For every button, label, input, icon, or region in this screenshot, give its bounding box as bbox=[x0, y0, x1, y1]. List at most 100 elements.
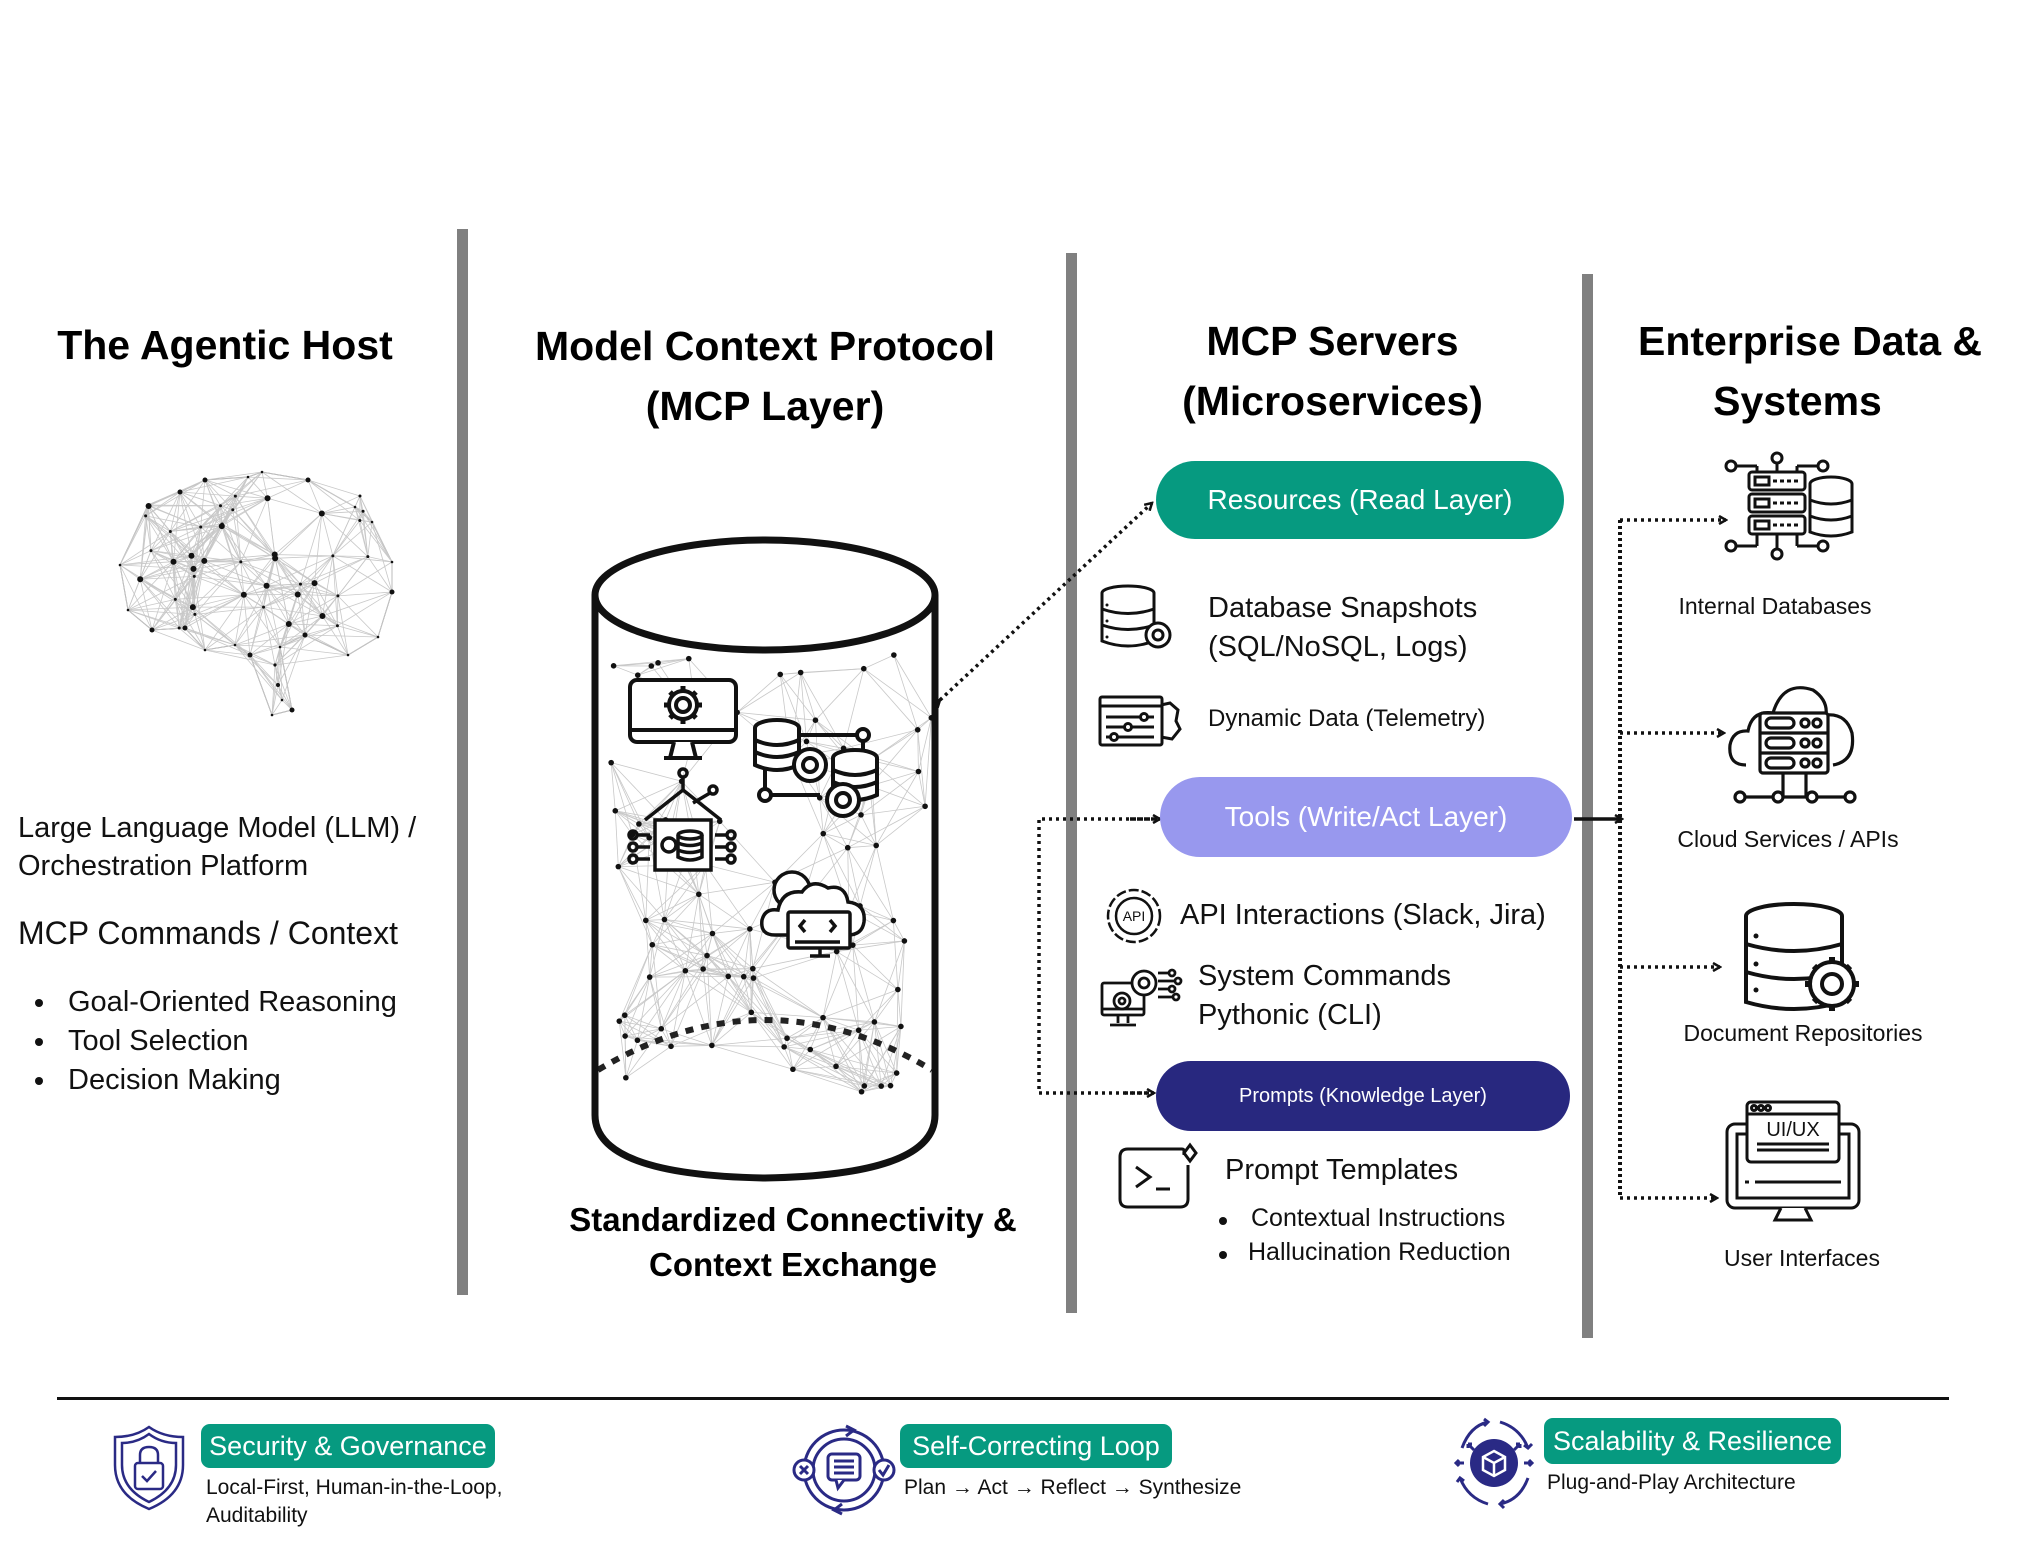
mesh-edge bbox=[300, 513, 323, 585]
mesh-edge bbox=[263, 606, 281, 648]
mesh-edge bbox=[859, 845, 877, 907]
tools-write-act-layer-pill[interactable]: Tools (Write/Act Layer) bbox=[1160, 777, 1572, 857]
mesh-node bbox=[353, 505, 357, 509]
mesh-edge bbox=[232, 471, 263, 510]
cylinder-body bbox=[591, 595, 939, 1182]
mesh-edge bbox=[140, 555, 192, 580]
mesh-edge bbox=[624, 1014, 662, 1030]
mesh-edge bbox=[194, 561, 242, 615]
mesh-edge bbox=[918, 771, 926, 807]
mesh-edge bbox=[221, 525, 245, 595]
mesh-edge bbox=[127, 606, 193, 611]
mesh-edge bbox=[638, 780, 682, 825]
prompt-bullet: Contextual Instructions bbox=[1210, 1201, 1511, 1235]
mesh-edge bbox=[279, 634, 306, 648]
mcp-layer-title-line-1: Model Context Protocol bbox=[534, 323, 996, 369]
mesh-edge bbox=[178, 576, 195, 629]
mesh-edge bbox=[892, 920, 899, 990]
mesh-edge bbox=[288, 623, 338, 627]
mesh-node bbox=[280, 698, 284, 702]
mesh-edge bbox=[711, 1037, 788, 1046]
mesh-node bbox=[201, 557, 208, 564]
resources-read-layer-pill[interactable]: Resources (Read Layer) bbox=[1156, 461, 1564, 539]
mesh-node bbox=[233, 643, 237, 647]
mesh-edge bbox=[243, 594, 264, 608]
mesh-edge bbox=[835, 1030, 860, 1067]
mcp-layer-caption-line-2: Context Exchange bbox=[649, 1246, 937, 1283]
mesh-edge bbox=[792, 1029, 859, 1070]
mesh-edge bbox=[321, 495, 361, 514]
mesh-edge bbox=[192, 594, 244, 608]
mesh-edge bbox=[711, 976, 745, 1046]
enterprise-label-cloud-services: Cloud Services / APIs bbox=[1677, 826, 1899, 852]
mesh-edge bbox=[625, 1028, 662, 1078]
mesh-edge bbox=[657, 658, 689, 664]
mesh-node bbox=[247, 652, 253, 658]
mesh-edge bbox=[917, 729, 919, 772]
mesh-edge bbox=[784, 1046, 837, 1067]
mesh-edge bbox=[852, 945, 860, 1031]
mesh-edge bbox=[314, 556, 369, 584]
mesh-edge bbox=[274, 625, 338, 666]
mesh-edge bbox=[614, 810, 619, 867]
mesh-edge bbox=[736, 672, 801, 713]
mesh-node bbox=[646, 974, 653, 980]
tool-item-system-commands-line-2: Pythonic (CLI) bbox=[1198, 999, 1382, 1031]
mesh-node bbox=[336, 594, 340, 598]
mesh-node bbox=[233, 494, 237, 498]
mesh-edge bbox=[204, 594, 245, 651]
prompt-item-templates: Prompt Templates bbox=[1225, 1154, 1459, 1186]
mesh-edge bbox=[277, 623, 290, 686]
mesh-edge bbox=[698, 881, 776, 895]
mesh-node bbox=[231, 508, 235, 512]
mesh-edge bbox=[337, 595, 379, 638]
mesh-edge bbox=[267, 498, 276, 559]
mesh-edge bbox=[307, 479, 323, 514]
mesh-edge bbox=[332, 555, 368, 557]
mesh-edge bbox=[645, 893, 699, 921]
mesh-edge bbox=[618, 866, 699, 895]
mesh-edge bbox=[712, 928, 750, 934]
brain-network-icon bbox=[118, 470, 395, 717]
mesh-edge bbox=[204, 479, 236, 497]
mesh-edge bbox=[783, 1046, 794, 1070]
mesh-edge bbox=[322, 591, 393, 617]
mesh-edge bbox=[267, 479, 309, 499]
mesh-node bbox=[272, 555, 279, 562]
mesh-edge bbox=[170, 531, 205, 562]
mesh-edge bbox=[664, 864, 706, 920]
mesh-edge bbox=[261, 471, 268, 499]
mesh-edge bbox=[712, 933, 754, 979]
enterprise-label-document-repositories: Document Repositories bbox=[1683, 1020, 1923, 1046]
cloud-server-icon bbox=[1728, 686, 1857, 804]
prompts-knowledge-layer-pill[interactable]: Prompts (Knowledge Layer) bbox=[1156, 1061, 1570, 1131]
mesh-edge bbox=[271, 646, 281, 716]
mesh-edge bbox=[140, 561, 174, 580]
mesh-node bbox=[648, 663, 655, 669]
mesh-edge bbox=[847, 847, 894, 921]
mesh-edge bbox=[625, 1040, 638, 1078]
mesh-edge bbox=[274, 594, 299, 666]
mesh-edge bbox=[835, 1065, 897, 1074]
mesh-node bbox=[685, 655, 692, 662]
host-bullets: Goal-Oriented Reasoning Tool Selection D… bbox=[26, 983, 397, 1100]
mesh-edge bbox=[822, 944, 854, 1018]
mesh-edge bbox=[274, 554, 333, 557]
mesh-edge bbox=[875, 771, 919, 846]
mesh-edge bbox=[858, 1026, 901, 1031]
mesh-edge bbox=[836, 951, 860, 1031]
mesh-edge bbox=[140, 576, 195, 580]
mesh-edge bbox=[624, 976, 651, 1037]
mesh-edge bbox=[127, 579, 141, 611]
mesh-edge bbox=[371, 521, 393, 593]
mesh-node bbox=[858, 812, 864, 818]
mesh-edge bbox=[792, 1065, 837, 1070]
mesh-edge bbox=[332, 555, 338, 626]
mesh-edge bbox=[170, 495, 236, 532]
mesh-edge bbox=[321, 513, 334, 556]
mesh-edge bbox=[822, 989, 898, 1018]
mesh-node bbox=[376, 635, 380, 639]
mesh-edge bbox=[645, 920, 686, 972]
mesh-edge bbox=[806, 720, 816, 742]
mesh-edge bbox=[232, 497, 268, 511]
